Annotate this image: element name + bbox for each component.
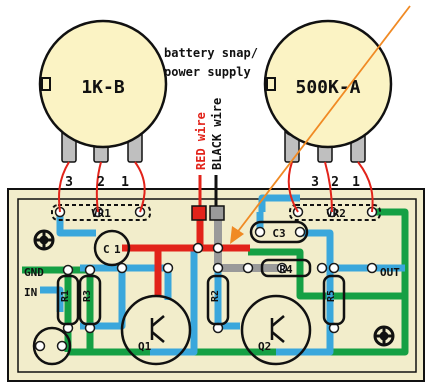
black-wire-pad [209,205,225,221]
q2-transistor [240,294,312,366]
pot-wires [58,161,374,213]
pot-right-body [263,19,393,149]
r4-resistor [260,258,312,278]
pot-right-tab [266,77,276,91]
out-label: OUT [380,266,400,279]
pot-right-label: 500K-A [295,77,360,98]
pot-left-body [38,19,168,149]
in-label: IN [24,286,37,299]
gnd-label: GND [24,266,44,279]
red-wire-label: RED wire [194,112,208,170]
power-caption-line1: battery snap/ [164,46,258,60]
r2-label: R2 [210,290,221,302]
pot-left-pin-1: 1 [121,175,129,190]
black-wire-label: BLACK wire [210,98,224,170]
c3-label: C3 [272,227,285,240]
q1-label: Q1 [138,340,152,353]
r3-label: R3 [82,290,93,302]
q1-transistor [120,294,192,366]
mounting-hole-right [373,325,395,347]
pot-right-pin-3: 3 [311,175,319,190]
input-capacitor [32,326,72,366]
r1-label: R1 [60,290,71,302]
r5-label: R5 [326,290,337,302]
pot-left-pin-3: 3 [65,175,73,190]
c1-label: 1 [114,243,121,256]
vr1-outline [51,204,151,221]
r2-resistor [206,274,230,326]
pot-right-pin-2: 2 [331,175,339,190]
r3-resistor [78,274,102,326]
pot-left-pin-2: 2 [97,175,105,190]
pot-right-pin-1: 1 [352,175,360,190]
r4-label: R4 [279,263,293,276]
vr1-label: VR1 [91,207,111,220]
r1-resistor [56,274,80,326]
pointer-arrow-head [230,226,244,244]
c3-capacitor [249,220,309,244]
vr2-outline [289,204,381,221]
c1-letter: C [103,243,110,256]
mounting-hole-left [33,229,55,251]
r5-resistor [322,274,346,326]
red-wire-pad [191,205,207,221]
c1-capacitor [93,229,131,267]
vr2-label: VR2 [326,207,346,220]
pointer-arrow [235,5,411,235]
q2-label: Q2 [258,340,271,353]
pot-left-label: 1K-B [81,77,125,98]
pot-left-tab [41,77,51,91]
power-caption-line2: power supply [164,65,251,79]
